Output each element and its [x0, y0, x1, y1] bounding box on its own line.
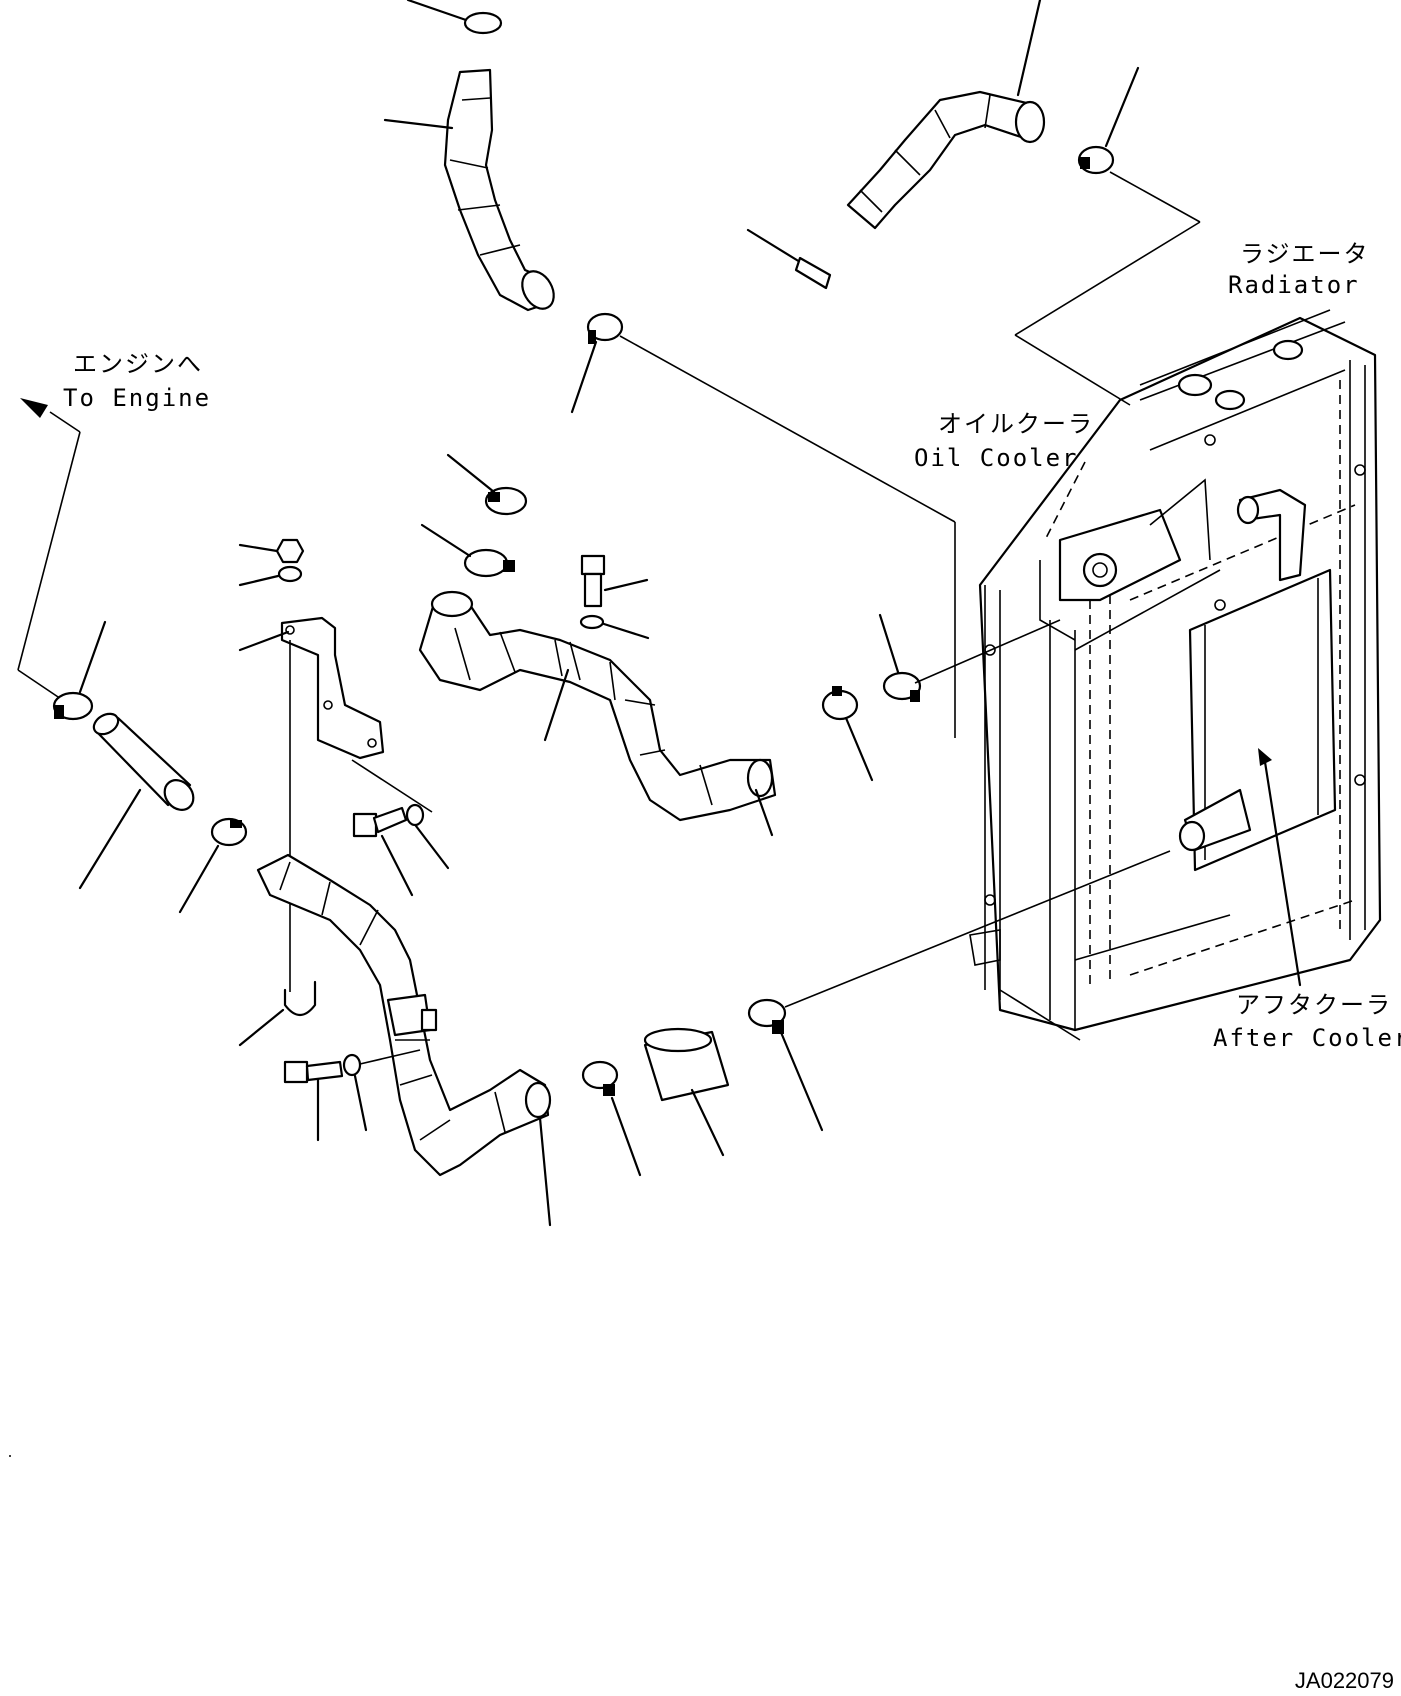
mid-upper-clamp [570, 312, 956, 738]
oil-cooler-label-jp: オイルクーラ [938, 410, 1094, 438]
after-cooler-label-jp: アフタクーラ [1236, 991, 1392, 1019]
bottom-clamp-1 [581, 1060, 642, 1177]
radiator-label: ラジエータ Radiator [1014, 221, 1370, 406]
radiator-label-en: Radiator [1228, 271, 1360, 299]
after-cooler-label: アフタクーラ After Cooler [1213, 748, 1401, 1052]
to-engine-label-en: To Engine [63, 384, 211, 412]
top-clamp [406, 0, 503, 35]
stray-mark [9, 1455, 11, 1457]
upper-right-clamp [1077, 66, 1201, 223]
drawing-code: JA022079 [1295, 1668, 1394, 1693]
middle-bolt [579, 554, 650, 640]
bottom-left-hose [256, 853, 552, 1227]
left-hose-segment [78, 712, 195, 890]
bottom-hose-segment [643, 1027, 730, 1157]
u-clip [238, 980, 317, 1047]
oil-cooler-label-en: Oil Cooler [914, 444, 1079, 472]
bottom-bolt [283, 1049, 421, 1142]
right-middle-clamps [821, 613, 1061, 782]
oil-cooler-label: オイルクーラ Oil Cooler [914, 410, 1094, 541]
left-lower-clamp [178, 817, 248, 914]
to-engine-label: エンジンへ To Engine [17, 350, 211, 706]
small-fitting [746, 228, 832, 290]
after-cooler-label-en: After Cooler [1213, 1024, 1401, 1052]
middle-hose [418, 590, 777, 837]
middle-clamps [420, 453, 528, 578]
bottom-clamp-2 [747, 850, 1171, 1132]
bracket-bolt [352, 803, 450, 897]
bracket-group [238, 538, 433, 992]
upper-right-hose [846, 0, 1046, 230]
to-engine-label-jp: エンジンへ [73, 350, 203, 378]
radiator-label-jp: ラジエータ [1240, 240, 1370, 268]
left-clamp [52, 620, 107, 721]
upper-left-hose [383, 68, 555, 312]
